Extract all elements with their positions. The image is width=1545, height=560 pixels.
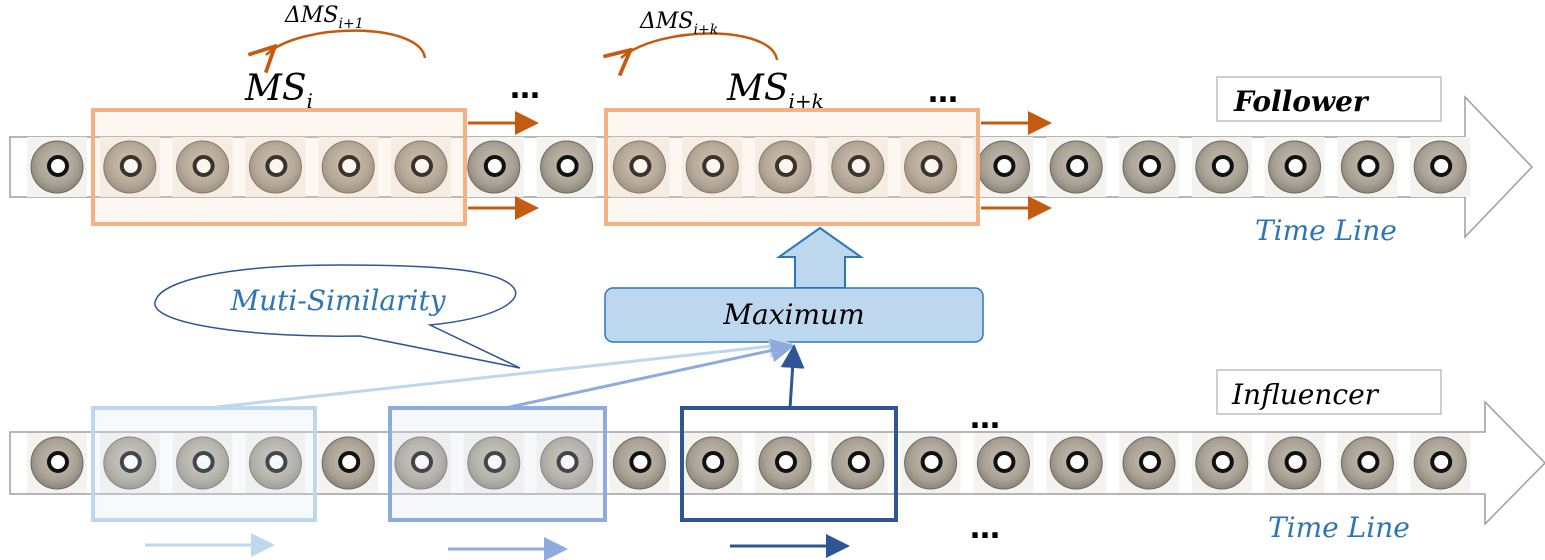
video-frame-disc — [391, 137, 451, 197]
delta-ms-i-k-label: ΔMSi+k — [639, 9, 718, 38]
influencer-track: … … Influencer Time Line — [9, 369, 1545, 560]
video-frame-disc — [172, 137, 233, 197]
follower-label-box — [1216, 76, 1442, 122]
video-frame-disc — [1046, 137, 1107, 197]
video-frame-disc — [1337, 137, 1398, 197]
video-frame-disc — [27, 137, 87, 197]
ms-i-k-label: MSi+k — [726, 68, 824, 113]
similarity-line-dark — [780, 344, 805, 409]
follower-ellipsis-2: … — [928, 75, 958, 110]
similarity-callout: Muti-Similarity — [154, 264, 521, 369]
video-frame-disc — [827, 433, 888, 493]
influencer-window-light — [91, 406, 317, 522]
video-frame-disc — [536, 433, 597, 493]
video-frame-disc — [609, 433, 670, 493]
video-frame-disc — [973, 433, 1034, 493]
video-frame-disc — [463, 433, 524, 493]
video-frame-disc — [1191, 433, 1252, 493]
video-frame-disc — [245, 433, 306, 493]
video-frame-disc — [1264, 433, 1325, 493]
video-frame-disc — [609, 137, 670, 197]
video-frame-disc — [682, 137, 743, 197]
video-frame-disc — [1119, 137, 1179, 197]
follower-timeline-label: Time Line — [1255, 214, 1397, 247]
video-frame-disc — [463, 137, 524, 197]
influencer-disc-row — [27, 433, 1471, 493]
influencer-label-box — [1216, 369, 1442, 415]
influencer-label: Influencer — [1231, 378, 1380, 411]
video-frame-disc — [827, 137, 888, 197]
video-frame-disc — [318, 433, 379, 493]
video-frame-disc — [99, 137, 160, 197]
influencer-window-mid — [388, 406, 607, 522]
video-frame-disc — [391, 433, 451, 493]
video-frame-disc — [1191, 137, 1252, 197]
video-frame-disc — [1410, 137, 1471, 197]
follower-disc-row — [27, 137, 1471, 197]
video-frame-disc — [755, 433, 815, 493]
video-frame-disc — [682, 433, 743, 493]
video-frame-disc — [755, 137, 815, 197]
influencer-ellipsis-top: … — [970, 401, 1000, 436]
similarity-line-mid — [504, 338, 795, 410]
video-frame-disc — [973, 137, 1034, 197]
delta-curve-arrow-i — [266, 29, 427, 58]
follower-label: Follower — [1233, 85, 1370, 118]
similarity-line-light — [207, 334, 793, 410]
delta-curve-arrow-i-k — [621, 32, 779, 60]
influencer-window-dark — [680, 406, 898, 522]
follower-window-ms-i — [91, 108, 467, 226]
influencer-ellipsis-bottom: … — [970, 511, 1000, 546]
video-frame-disc — [1046, 433, 1107, 493]
video-frame-disc — [27, 433, 87, 493]
ms-i-label: MSi — [244, 68, 313, 113]
video-frame-disc — [1119, 433, 1179, 493]
maximum-label: Maximum — [722, 298, 864, 331]
video-frame-disc — [536, 137, 597, 197]
influencer-timeline-label: Time Line — [1268, 511, 1410, 544]
callout-bubble — [154, 264, 521, 369]
video-frame-disc — [318, 137, 379, 197]
follower-window-ms-i-k — [604, 108, 980, 226]
follower-ellipsis-1: … — [510, 71, 540, 106]
video-frame-disc — [1410, 433, 1471, 493]
maximum-up-arrow — [775, 226, 865, 289]
video-frame-disc — [900, 433, 961, 493]
follower-track: ΔMSi+1 ΔMSi+k MSi MSi+k … … Follower Tim… — [9, 3, 1534, 247]
video-frame-disc — [900, 137, 961, 197]
video-frame-disc — [99, 433, 160, 493]
callout-label: Muti-Similarity — [229, 284, 446, 317]
delta-ms-i-label: ΔMSi+1 — [284, 3, 364, 32]
video-frame-disc — [1264, 137, 1325, 197]
video-frame-disc — [172, 433, 233, 493]
maximum-block: Maximum — [604, 226, 984, 343]
video-frame-disc — [1337, 433, 1398, 493]
video-frame-disc — [245, 137, 306, 197]
